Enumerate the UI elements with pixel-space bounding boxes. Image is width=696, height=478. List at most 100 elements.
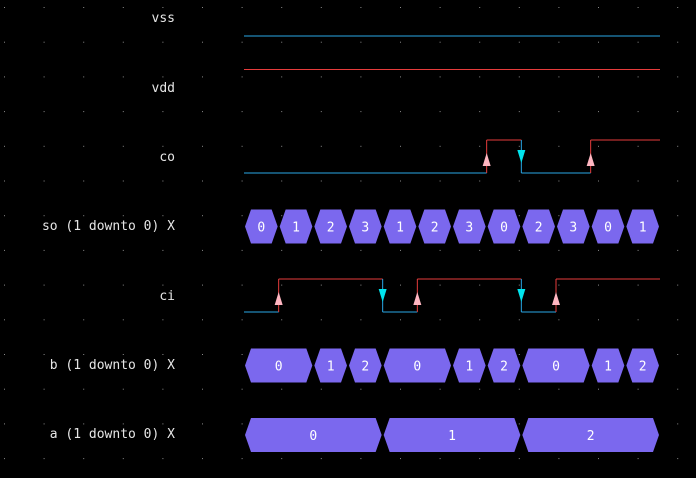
grid-dot <box>558 7 560 8</box>
signal-label-co[interactable]: co <box>159 150 175 165</box>
signal-label-b[interactable]: b (1 downto 0) X <box>49 358 175 373</box>
grid-dot <box>479 145 481 147</box>
grid-dot <box>598 76 599 78</box>
grid-dot <box>360 458 362 460</box>
grid-dot <box>558 41 560 43</box>
bus-segment-so <box>522 209 555 244</box>
grid-dot <box>281 76 283 78</box>
grid-dot <box>400 388 401 390</box>
signal-label-vdd[interactable]: vdd <box>151 81 175 96</box>
grid-dot <box>360 249 362 251</box>
bus-segment-so <box>487 209 521 244</box>
grid-dot <box>598 180 599 182</box>
grid-dot <box>4 319 5 321</box>
grid-dot <box>360 145 362 147</box>
grid-dot <box>43 145 45 147</box>
falling-edge-marker-co <box>517 150 526 163</box>
grid-dot <box>43 249 45 251</box>
bus-segment-b <box>383 348 451 383</box>
grid-dot <box>400 284 401 286</box>
grid-dot <box>281 145 283 147</box>
grid-dot <box>43 458 45 460</box>
grid-dot <box>4 145 5 147</box>
bus-segment-b <box>626 348 659 383</box>
bus-segment-so <box>349 209 382 244</box>
grid-dot <box>241 215 243 217</box>
falling-edge-marker-ci <box>378 289 387 302</box>
grid-dot <box>281 249 283 251</box>
rising-edge-marker-ci <box>552 292 560 305</box>
grid-dot <box>122 41 124 43</box>
grid-dot <box>558 111 560 113</box>
grid-dot <box>281 284 283 286</box>
grid-dot <box>202 7 203 8</box>
bus-value-b: 0 <box>275 360 283 375</box>
bus-segment-so <box>245 209 278 244</box>
grid-dot <box>83 249 85 251</box>
bus-segment-so <box>279 209 313 244</box>
grid-dot <box>43 388 45 390</box>
grid-dot <box>677 319 679 321</box>
grid-dot <box>479 319 481 321</box>
grid-dot <box>241 111 243 113</box>
grid-dot <box>320 41 322 43</box>
bus-segment-b <box>314 348 347 383</box>
grid-dot <box>637 249 639 251</box>
grid-dot <box>122 215 124 217</box>
signal-label-vss[interactable]: vss <box>151 11 175 26</box>
grid-dot <box>241 388 243 390</box>
grid-dot <box>518 319 520 321</box>
grid-dot <box>162 7 164 8</box>
grid-dot <box>43 354 45 355</box>
grid-dot <box>122 284 124 286</box>
grid-dot <box>281 180 283 182</box>
grid-dot <box>400 180 401 182</box>
grid-dot <box>43 319 45 321</box>
grid-dot <box>83 215 85 217</box>
bus-segment-so <box>418 209 451 244</box>
bus-segment-so <box>383 209 417 244</box>
signal-label-so[interactable]: so (1 downto 0) X <box>41 219 175 234</box>
grid-dot <box>598 111 599 113</box>
grid-dot <box>241 76 243 78</box>
grid-dot <box>518 76 520 78</box>
grid-dot <box>241 284 243 286</box>
grid-dot <box>122 354 124 355</box>
grid-dot <box>43 7 45 8</box>
grid-dot <box>43 423 45 425</box>
grid-dot <box>83 111 85 113</box>
grid-dot <box>439 319 441 321</box>
grid-dot <box>400 111 401 113</box>
bus-segment-a <box>522 418 659 452</box>
grid-dot <box>677 354 679 355</box>
grid-dot <box>598 319 599 321</box>
grid-dot <box>4 458 5 460</box>
grid-dot <box>360 284 362 286</box>
grid-dot <box>598 145 599 147</box>
grid-dot <box>400 319 401 321</box>
grid-dot <box>320 388 322 390</box>
grid-dot <box>439 388 441 390</box>
grid-dot <box>281 319 283 321</box>
grid-dot <box>122 458 124 460</box>
grid-dot <box>4 76 5 78</box>
bus-value-so: 1 <box>639 221 647 236</box>
grid-dot <box>518 180 520 182</box>
grid-dot <box>439 180 441 182</box>
grid-dot <box>677 249 679 251</box>
grid-dot <box>479 284 481 286</box>
grid-dot <box>360 76 362 78</box>
grid-dot <box>518 7 520 8</box>
grid-dot <box>122 7 124 8</box>
grid-dot <box>4 41 5 43</box>
grid-dot <box>439 41 441 43</box>
grid-dot <box>677 41 679 43</box>
grid-dot <box>202 354 203 355</box>
grid-dot <box>320 249 322 251</box>
signal-label-a[interactable]: a (1 downto 0) X <box>49 427 175 442</box>
grid-dot <box>677 423 679 425</box>
grid-dot <box>122 319 124 321</box>
signal-label-ci[interactable]: ci <box>159 289 175 304</box>
grid-dot <box>677 284 679 286</box>
